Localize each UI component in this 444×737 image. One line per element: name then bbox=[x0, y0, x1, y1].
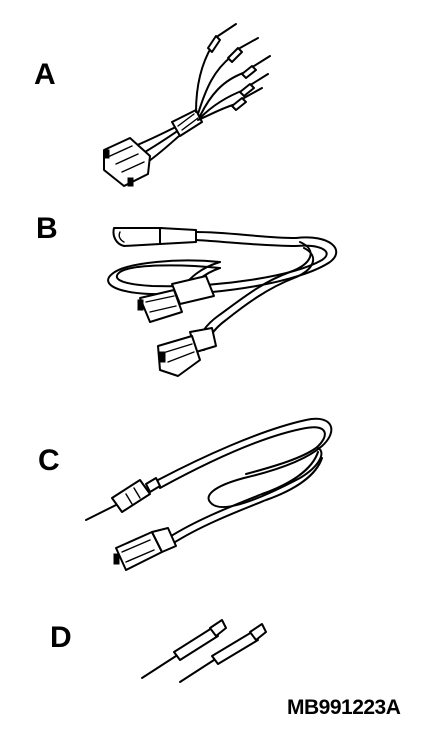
probe-pins-d-icon bbox=[141, 619, 267, 683]
label-b: B bbox=[36, 212, 58, 245]
harness-a-icon bbox=[103, 23, 271, 187]
harness-b-icon bbox=[107, 227, 338, 377]
label-c: C bbox=[38, 444, 60, 477]
figure-code: MB991223A bbox=[287, 696, 401, 719]
harness-c-icon bbox=[85, 417, 333, 571]
label-d: D bbox=[50, 621, 72, 654]
label-a: A bbox=[34, 58, 56, 91]
